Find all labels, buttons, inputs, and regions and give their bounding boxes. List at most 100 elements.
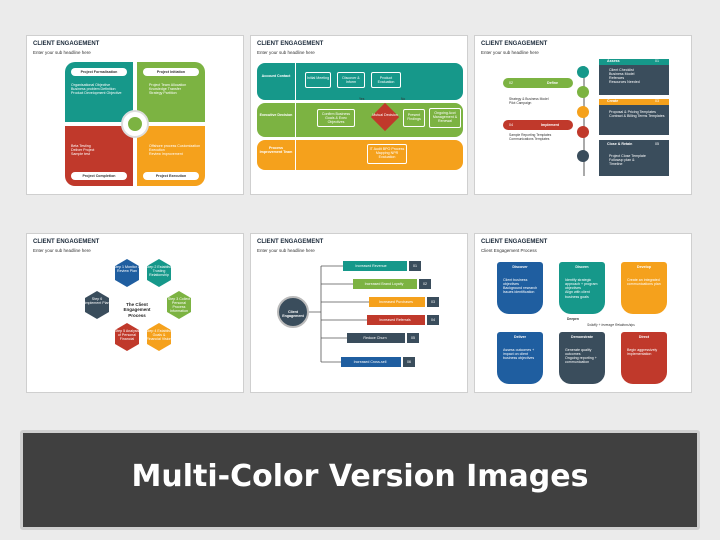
card-label: Discern xyxy=(575,265,589,269)
step-label: Implement xyxy=(541,123,559,127)
card-items: Assess outcomes + impact on client busin… xyxy=(503,348,541,360)
card-label: Close & Retain xyxy=(607,142,633,146)
card-develop xyxy=(621,262,667,314)
list-item: Issues identification xyxy=(503,290,535,295)
card-label: Demonstrate xyxy=(571,335,593,339)
connector-lines xyxy=(309,265,369,363)
lane-label: Process Improvement Team xyxy=(259,146,293,155)
list-item: Knowledge Transfer xyxy=(149,87,181,92)
card-label: Direct xyxy=(638,335,650,339)
bar-number: 02 xyxy=(419,279,431,289)
quadrant-items: Beta Testing Deliver Project Sample test xyxy=(71,144,94,156)
benefit-bar xyxy=(341,357,401,367)
list-item: Offshore process Customization xyxy=(149,144,201,148)
quadrant-label: Project Initiation xyxy=(143,68,199,76)
list-item: Client business objectives xyxy=(503,278,528,287)
hex-label: Step 3 Collect Personal Process Informat… xyxy=(167,297,191,314)
flow-box: Product Evaluation xyxy=(371,72,401,88)
hexagon-step-6 xyxy=(85,291,109,319)
list-item: Business Model xyxy=(609,72,635,77)
step-icon-circle xyxy=(577,66,589,78)
card-label: Assess xyxy=(607,59,620,63)
card-num: 01 xyxy=(655,59,659,63)
slide-3[interactable]: CLIENT ENGAGEMENT Enter your sub headlin… xyxy=(474,35,692,195)
slide-4[interactable]: CLIENT ENGAGEMENT Enter your sub headlin… xyxy=(26,233,244,393)
benefit-bar xyxy=(343,261,407,271)
card-close-retain xyxy=(599,140,669,176)
step-icon-circle xyxy=(577,150,589,162)
list-item: implementation xyxy=(627,352,652,357)
deepen-subtitle: Solidify + leverage Relationships xyxy=(587,323,635,327)
list-item: Proposal & Pricing Templates xyxy=(609,110,656,114)
list-item: Organisational Objective xyxy=(71,83,111,87)
edge-label-yes: Yes xyxy=(359,97,365,101)
hub-label: Client Engagement xyxy=(282,310,304,319)
slide-title: CLIENT ENGAGEMENT xyxy=(257,239,324,245)
benefit-bar xyxy=(367,315,425,325)
list-item: Identify strategic approach + program ob… xyxy=(565,278,598,291)
card-deliver xyxy=(497,332,543,384)
list-item: Followup plan & xyxy=(609,158,635,163)
list-item: Project Close Template xyxy=(609,154,646,158)
list-item: Background research xyxy=(503,286,538,291)
flow-box: Confirm Business Goals & Exec Objectives xyxy=(317,109,355,127)
step-icon-circle xyxy=(577,106,589,118)
slide-title: CLIENT ENGAGEMENT xyxy=(481,239,548,245)
slide-subtitle: Enter your sub headline here xyxy=(257,248,315,253)
flow-box: Present Findings xyxy=(403,109,425,127)
step-icon-circle xyxy=(577,126,589,138)
list-item: Sample Reporting Templates xyxy=(509,133,552,137)
hub-connectors xyxy=(309,265,369,363)
list-item: Strategy & Business Model xyxy=(509,97,549,101)
bar-number: 04 xyxy=(427,315,439,325)
banner-title: Multi-Color Version Images xyxy=(131,459,589,494)
hub-circle xyxy=(277,296,309,328)
list-item: Review Improvement xyxy=(149,152,183,157)
flow-box: IT Audit BPO Process Mapping NPR Evaluat… xyxy=(367,144,407,164)
lane-process-improvement xyxy=(257,140,463,170)
slide-subtitle: Enter your sub headline here xyxy=(33,248,91,253)
card-label: Create xyxy=(607,99,619,103)
bar-number: 06 xyxy=(403,357,415,367)
lane-executive-decision xyxy=(257,103,463,137)
hexagon-cycle xyxy=(85,259,191,351)
list-item: Communications Templates xyxy=(509,136,550,141)
hexagon-step-5 xyxy=(115,323,139,351)
process-spine xyxy=(583,66,585,176)
hexagon-step-4 xyxy=(147,323,171,351)
bar-number: 01 xyxy=(409,261,421,271)
list-item: Generate quality outcomes xyxy=(565,348,592,357)
slide-subtitle: Client Engagement Process xyxy=(481,248,537,253)
card-assess xyxy=(599,59,669,95)
hex-label: Step 6 Implement Plan xyxy=(84,297,110,306)
bar-number: 05 xyxy=(407,333,419,343)
list-item: Ongoing reporting + communication xyxy=(565,356,597,365)
card-discover xyxy=(497,262,543,314)
slide-6[interactable]: CLIENT ENGAGEMENT Client Engagement Proc… xyxy=(474,233,692,393)
bar-label: Increased Brand Loyalty xyxy=(364,282,404,286)
card-items: Proposal & Pricing Templates Contract & … xyxy=(609,110,665,118)
lane-divider xyxy=(295,63,296,170)
benefit-bar xyxy=(369,297,425,307)
list-item: Sample test xyxy=(71,152,90,157)
slide-1[interactable]: CLIENT ENGAGEMENT Enter your sub headlin… xyxy=(26,35,244,195)
list-item: Align with client business goals xyxy=(565,290,590,299)
bar-label: Increased Cross-sell xyxy=(353,360,387,364)
hexagon-step-2 xyxy=(147,259,171,287)
slide-title: CLIENT ENGAGEMENT xyxy=(33,41,100,47)
quadrant-label: Project Completion xyxy=(71,172,127,180)
step-label: Define xyxy=(547,81,558,85)
card-label: Develop xyxy=(637,265,651,269)
card-direct xyxy=(621,332,667,384)
slide-5[interactable]: CLIENT ENGAGEMENT Enter your sub headlin… xyxy=(250,233,468,393)
card-items: Project Close Template Followup plan & T… xyxy=(609,154,646,166)
card-create xyxy=(599,99,669,135)
slide-2[interactable]: CLIENT ENGAGEMENT Enter your sub headlin… xyxy=(250,35,468,195)
edge-label-no: No xyxy=(401,97,406,101)
step-num: 02 xyxy=(509,81,513,85)
lane-label: Account Contact xyxy=(261,74,291,78)
hex-label: Step 5 Analysis of Personal Financial xyxy=(114,329,140,342)
multi-color-banner: Multi-Color Version Images xyxy=(20,430,700,530)
list-item: Begin aggressively xyxy=(627,348,658,352)
list-item: Create an integrated communications plan xyxy=(627,278,661,287)
